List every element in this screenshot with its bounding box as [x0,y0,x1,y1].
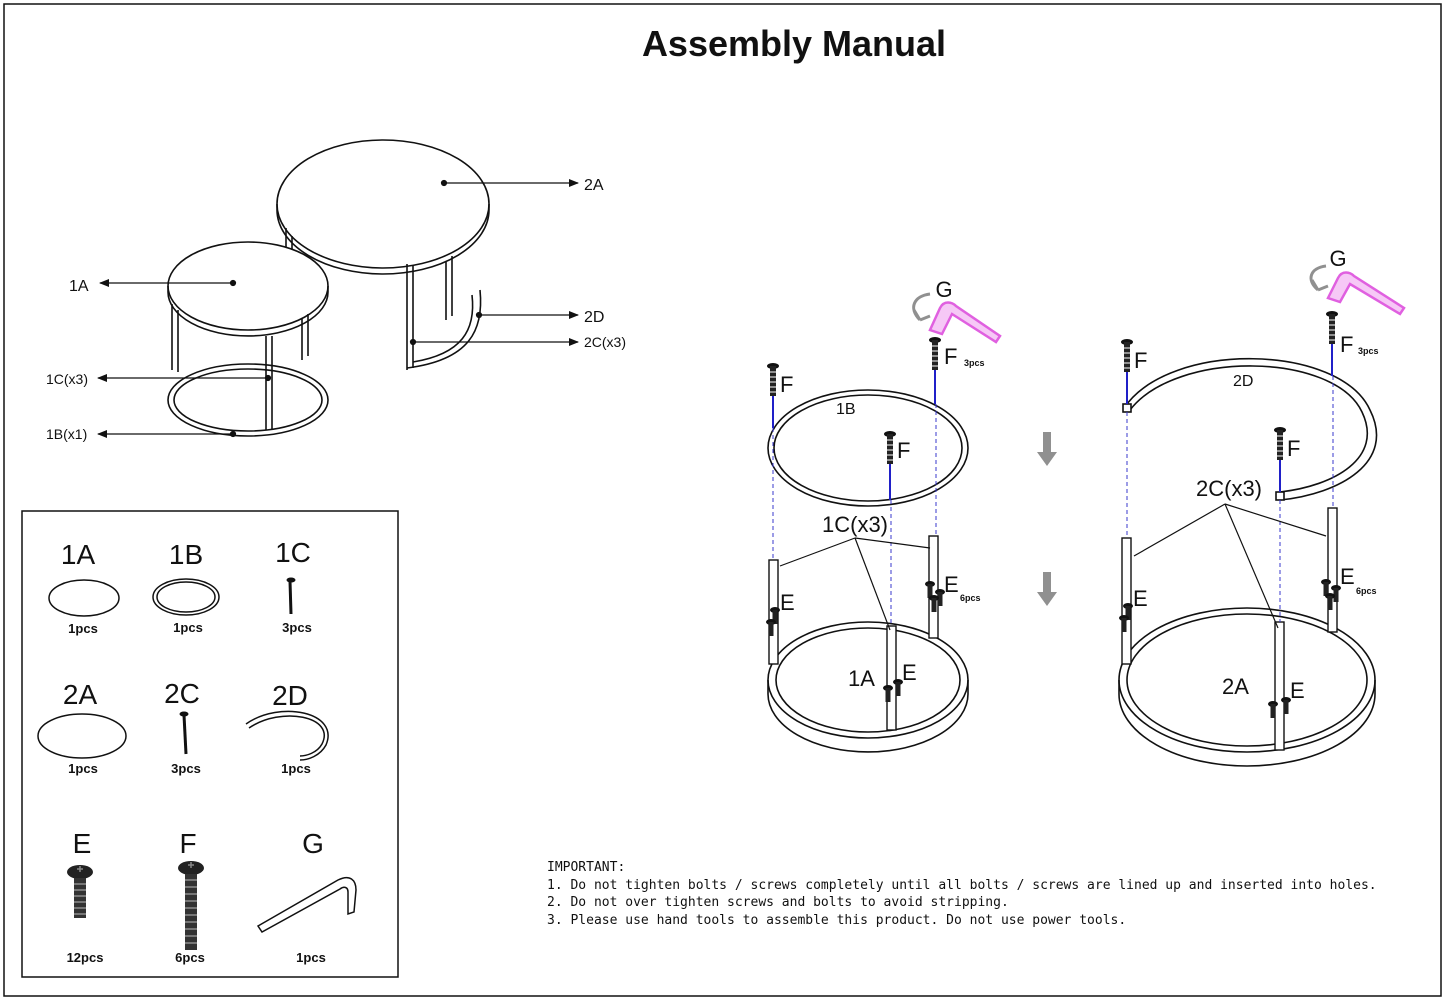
part-qty-1B: 1pcs [173,620,203,635]
part-code-2C: 2C [164,678,200,709]
part-code-1A: 1A [61,539,96,570]
part-2A-tabletop-large [37,713,127,759]
step-small-bolt-label-2: E [944,572,959,597]
part-code-2A: 2A [63,679,98,710]
label-2D: 2D [584,309,604,326]
part-qty-E: 12pcs [67,950,104,965]
step-large-top-label: 2A [1222,674,1249,699]
part-1B-ring [152,578,220,616]
step-large-screw-qty: 3pcs [1358,346,1379,356]
step-small-top-label: 1A [848,666,875,691]
part-qty-G: 1pcs [296,950,326,965]
step-small-legs-label: 1C(x3) [822,512,888,537]
parts-list-box [21,510,399,978]
step-small-screw-label-2: F [944,344,957,369]
step-small-screw-label-3: F [897,438,910,463]
part-qty-2D: 1pcs [281,761,311,776]
step-small-screw-label-1: F [780,372,793,397]
part-E-bolt [67,865,93,918]
step-small-tool-label: G [935,277,952,302]
part-F-screw [178,861,204,950]
part-1A-tabletop-small [48,579,120,617]
step-small-screw-qty: 3pcs [964,358,985,368]
part-1C-leg [286,577,296,615]
down-arrow-upper [1037,432,1057,466]
part-code-1C: 1C [275,537,311,568]
label-1A: 1A [69,278,89,295]
page-title: Assembly Manual [642,23,946,64]
part-2C-leg [179,711,189,755]
label-2C: 2C(x3) [584,334,626,350]
part-code-2D: 2D [272,680,308,711]
step-large-bolt-label-2: E [1340,564,1355,589]
step-large-screw-label-3: F [1287,436,1300,461]
step-large-bolt-qty: 6pcs [1356,586,1377,596]
step-large-screw-label-1: F [1134,348,1147,373]
step-large-tool-label: G [1329,246,1346,271]
overview-leaders [97,179,579,438]
part-qty-2A: 1pcs [68,761,98,776]
important-note-1: 1. Do not tighten bolts / screws complet… [547,878,1377,893]
step-small-bolt-label-3: E [902,660,917,685]
page-border [3,3,1442,997]
step-large-table [1118,264,1406,767]
assembled-overview [167,139,490,437]
part-qty-F: 6pcs [175,950,205,965]
step-small-bolt-qty: 6pcs [960,593,981,603]
step-large-ring-label: 2D [1233,373,1253,390]
important-note-3: 3. Please use hand tools to assemble thi… [547,913,1126,928]
part-code-1B: 1B [169,539,203,570]
part-qty-1A: 1pcs [68,621,98,636]
part-code-E: E [73,828,92,859]
step-large-legs-label: 2C(x3) [1196,476,1262,501]
part-G-hex-key [256,876,357,933]
part-code-G: G [302,828,324,859]
important-note-2: 2. Do not over tighten screws and bolts … [547,895,1009,910]
part-qty-2C: 3pcs [171,761,201,776]
label-1C: 1C(x3) [46,371,88,387]
part-2D-half-ring [245,710,329,761]
down-arrow-lower [1037,572,1057,606]
part-code-F: F [179,828,196,859]
step-large-bolt-label-1: E [1133,586,1148,611]
step-small-table [766,292,1002,753]
label-1B: 1B(x1) [46,426,87,442]
step-large-screw-label-2: F [1340,332,1353,357]
step-small-ring-label: 1B [836,401,856,418]
important-heading: IMPORTANT: [547,860,625,875]
step-large-bolt-label-3: E [1290,678,1305,703]
label-2A: 2A [584,177,604,194]
part-qty-1C: 3pcs [282,620,312,635]
step-small-bolt-label-1: E [780,590,795,615]
